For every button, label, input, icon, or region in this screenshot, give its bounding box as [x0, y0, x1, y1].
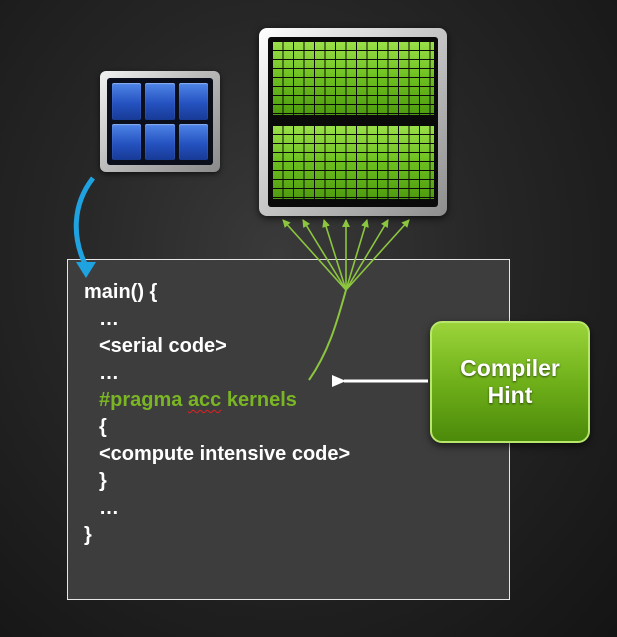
gpu-fan-line	[322, 219, 347, 291]
code-line-open-brace: {	[99, 416, 107, 438]
compiler-hint-box: Compiler Hint	[430, 321, 590, 443]
cpu-core	[145, 83, 175, 120]
gpu-fan-line	[345, 219, 389, 291]
gpu-fan-line	[282, 219, 347, 291]
code-line-ellipsis-1: …	[99, 308, 119, 330]
gpu-core-array	[268, 37, 438, 207]
cpu-to-code-arrowhead	[76, 262, 96, 278]
code-line-ellipsis-2: …	[99, 362, 119, 384]
cpu-core	[145, 123, 175, 160]
pragma-suffix: kernels	[221, 389, 297, 411]
cpu-chip-icon	[100, 71, 220, 172]
gpu-fan-line	[302, 219, 347, 291]
compiler-hint-line2: Hint	[487, 382, 533, 408]
code-line-compute: <compute intensive code>	[99, 443, 351, 465]
code-line-pragma: #pragma acc kernels	[99, 388, 297, 412]
cpu-to-code-arrow	[73, 176, 95, 268]
cpu-core-grid	[107, 78, 213, 165]
spellcheck-flagged-word: acc	[187, 389, 222, 411]
code-line-ellipsis-3: …	[99, 497, 119, 519]
code-line-main-close: }	[84, 524, 92, 546]
gpu-core-block-top	[272, 41, 434, 115]
gpu-core-block-bottom	[272, 125, 434, 199]
cpu-core	[112, 123, 142, 160]
cpu-core	[112, 83, 142, 120]
code-line-serial: <serial code>	[99, 335, 227, 357]
gpu-fan-line	[345, 219, 369, 291]
compiler-hint-line1: Compiler	[460, 355, 560, 381]
cpu-core	[178, 83, 208, 120]
cpu-core	[178, 123, 208, 160]
pragma-to-gpu-stem	[308, 289, 347, 381]
code-line-close-brace: }	[99, 470, 107, 492]
pragma-prefix: #pragma	[99, 389, 188, 411]
gpu-chip-icon	[259, 28, 447, 216]
code-line-main: main() {	[84, 281, 158, 303]
gpu-fan-line	[345, 219, 410, 291]
